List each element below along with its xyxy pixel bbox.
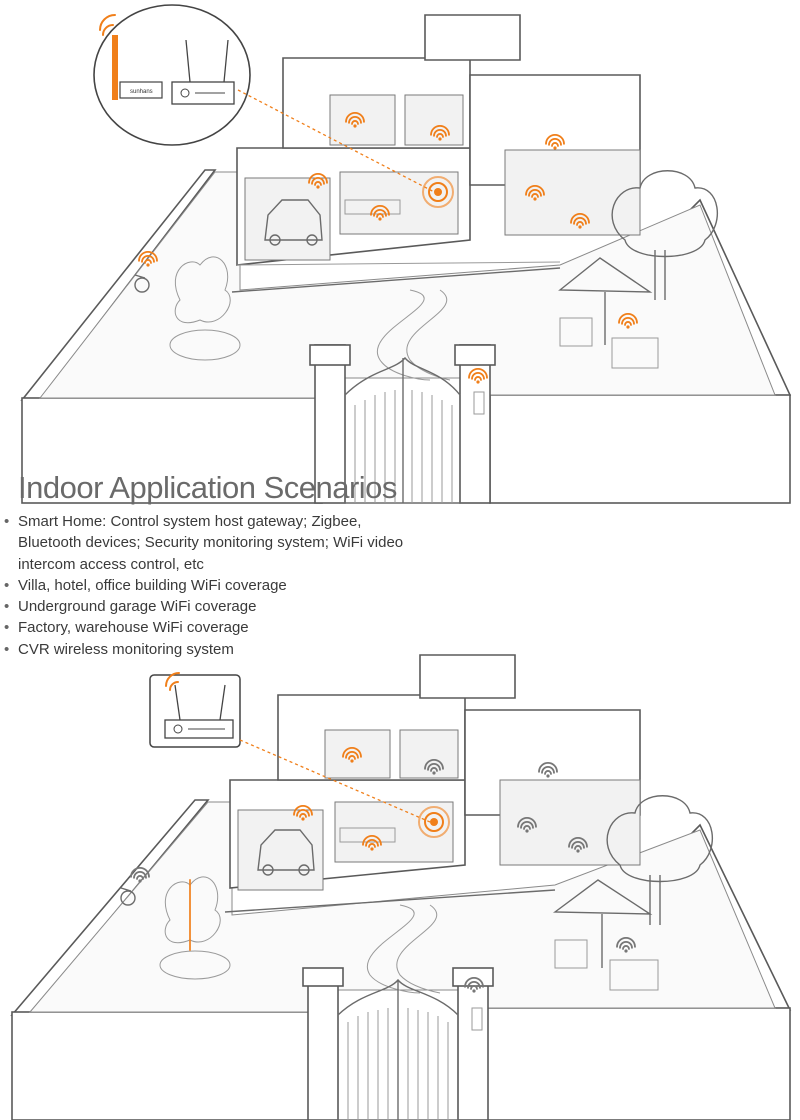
wifi-signal-icon — [468, 367, 488, 384]
signal-link — [239, 739, 431, 823]
front-wall-right — [489, 394, 791, 504]
camera-icon — [134, 274, 150, 293]
device-callout — [149, 672, 241, 748]
bedroom — [329, 94, 396, 146]
wifi-signal-icon — [342, 746, 362, 763]
gate-icon — [302, 967, 494, 1120]
list-item: Smart Home: Control system host gateway;… — [4, 511, 424, 575]
front-wall-left — [11, 1011, 313, 1120]
front-wall-left — [21, 397, 323, 504]
plant-icon — [169, 256, 241, 361]
wifi-signal-icon — [517, 816, 537, 833]
wifi-signal-icon — [138, 250, 158, 267]
plant-icon — [159, 876, 231, 980]
wifi-signal-icon — [293, 804, 313, 821]
side-wing-lower — [499, 779, 641, 866]
list-item: Villa, hotel, office building WiFi cover… — [4, 575, 424, 597]
sofa — [344, 199, 401, 215]
tree-icon — [606, 795, 714, 925]
wifi-signal-icon — [545, 133, 565, 150]
garden-path — [376, 289, 431, 381]
wifi-signal-icon — [525, 184, 545, 201]
wifi-signal-group — [130, 746, 636, 993]
wifi-signal-icon — [430, 124, 450, 141]
wifi-signal-icon — [308, 172, 328, 189]
wifi-signal-icon — [570, 212, 590, 229]
umbrella-icon — [552, 879, 659, 991]
wifi-signal-icon — [616, 936, 636, 953]
list-item: CVR wireless monitoring system — [4, 639, 424, 661]
router-icon — [119, 81, 163, 99]
wifi-signal-icon — [464, 976, 484, 993]
living-room — [339, 171, 459, 235]
wifi-signal-icon — [345, 111, 365, 128]
wifi-signal-icon — [130, 866, 150, 883]
wifi-signal-icon — [362, 834, 382, 851]
rooftop-structure — [419, 654, 516, 699]
device-callout: sunhans — [93, 4, 251, 146]
living-room — [334, 801, 454, 863]
list-item: Underground garage WiFi coverage — [4, 596, 424, 618]
side-wing-lower — [504, 149, 641, 236]
wifi-signal-icon — [424, 758, 444, 775]
feature-list: Smart Home: Control system host gateway;… — [4, 511, 424, 660]
villa-illustration-top: sunhans — [20, 4, 792, 504]
wifi-signal-icon — [618, 312, 638, 329]
car-icon — [257, 829, 315, 876]
front-wall-right — [479, 1007, 791, 1120]
tree-icon — [611, 170, 719, 300]
router-signal-icon — [422, 176, 454, 208]
garage — [237, 809, 324, 891]
router-signal-icon — [418, 806, 450, 838]
umbrella-icon — [558, 257, 659, 369]
wifi-signal-icon — [568, 836, 588, 853]
study — [404, 94, 464, 146]
list-item: Factory, warehouse WiFi coverage — [4, 617, 424, 639]
car-icon — [264, 199, 323, 246]
villa-illustration-bottom — [10, 654, 792, 1120]
wifi-signal-icon — [538, 761, 558, 778]
gate-icon — [309, 344, 496, 504]
garage — [244, 177, 331, 261]
camera-icon — [120, 887, 136, 906]
wifi-signal-icon — [370, 204, 390, 221]
rooftop-structure — [424, 14, 521, 61]
signal-link — [237, 89, 441, 196]
study — [399, 729, 459, 779]
section-heading: Indoor Application Scenarios — [18, 470, 397, 505]
wifi-signal-group — [138, 111, 638, 384]
antenna-icon — [112, 35, 118, 100]
device-label: sunhans — [130, 89, 153, 95]
